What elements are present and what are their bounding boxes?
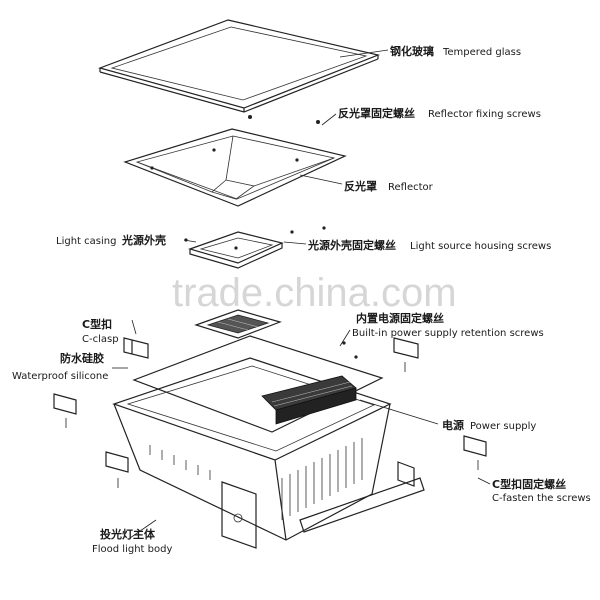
label-reflector-screws-en: Reflector fixing screws <box>428 109 541 120</box>
screw-marks-top <box>248 115 320 124</box>
label-tempered-glass-zh: 钢化玻璃 <box>390 44 434 58</box>
label-c-fasten-screws: C型扣固定螺丝 C-fasten the screws <box>492 477 591 504</box>
gasket-part <box>132 335 384 433</box>
label-c-clasp: C型扣 C-clasp <box>82 317 119 345</box>
label-light-source-screws-en: Light source housing screws <box>410 241 551 252</box>
label-light-casing: Light casing 光源外壳 <box>56 233 166 247</box>
label-reflector-screws-zh: 反光罩固定螺丝 <box>338 106 415 120</box>
label-waterproof-silicone-en: Waterproof silicone <box>12 371 108 382</box>
watermark-text: trade.china.com <box>172 271 457 315</box>
label-waterproof-silicone: 防水硅胶 Waterproof silicone <box>12 351 108 382</box>
label-waterproof-silicone-zh: 防水硅胶 <box>60 351 104 365</box>
label-reflector-en: Reflector <box>388 182 434 193</box>
label-c-clasp-en: C-clasp <box>82 334 119 345</box>
flood-light-body-part <box>112 357 425 549</box>
label-reflector-zh: 反光罩 <box>344 179 377 193</box>
label-power-supply-en: Power supply <box>470 421 536 432</box>
led-module-part <box>194 309 282 339</box>
c-clasp-parts <box>53 226 487 488</box>
label-power-supply: 电源 Power supply <box>442 418 536 432</box>
label-light-source-screws-zh: 光源外壳固定螺丝 <box>307 238 396 252</box>
label-flood-light-body: 投光灯主体 Flood light body <box>92 527 172 555</box>
reflector-part <box>123 128 347 207</box>
label-power-supply-screws-en: Built-in power supply retention screws <box>352 328 544 339</box>
label-c-clasp-zh: C型扣 <box>82 317 112 331</box>
label-light-casing-en: Light casing <box>56 236 116 247</box>
label-flood-light-body-zh: 投光灯主体 <box>100 527 156 541</box>
label-tempered-glass: 钢化玻璃 Tempered glass <box>390 44 521 58</box>
label-power-supply-screws: 内置电源固定螺丝 Built-in power supply retention… <box>352 311 544 339</box>
power-supply-part <box>261 375 357 425</box>
label-power-supply-screws-zh: 内置电源固定螺丝 <box>356 311 444 325</box>
label-reflector-screws: 反光罩固定螺丝 Reflector fixing screws <box>338 106 541 120</box>
label-power-supply-zh: 电源 <box>442 418 464 432</box>
tempered-glass-part <box>98 19 381 113</box>
label-tempered-glass-en: Tempered glass <box>442 47 521 58</box>
label-reflector: 反光罩 Reflector <box>344 179 434 193</box>
label-c-fasten-screws-zh: C型扣固定螺丝 <box>492 477 566 491</box>
label-light-casing-zh: 光源外壳 <box>121 233 166 247</box>
label-c-fasten-screws-en: C-fasten the screws <box>492 493 591 504</box>
leader-lines <box>112 49 491 539</box>
label-light-source-screws: 光源外壳固定螺丝 Light source housing screws <box>307 238 551 252</box>
label-flood-light-body-en: Flood light body <box>92 544 172 555</box>
light-casing-part <box>188 231 284 269</box>
